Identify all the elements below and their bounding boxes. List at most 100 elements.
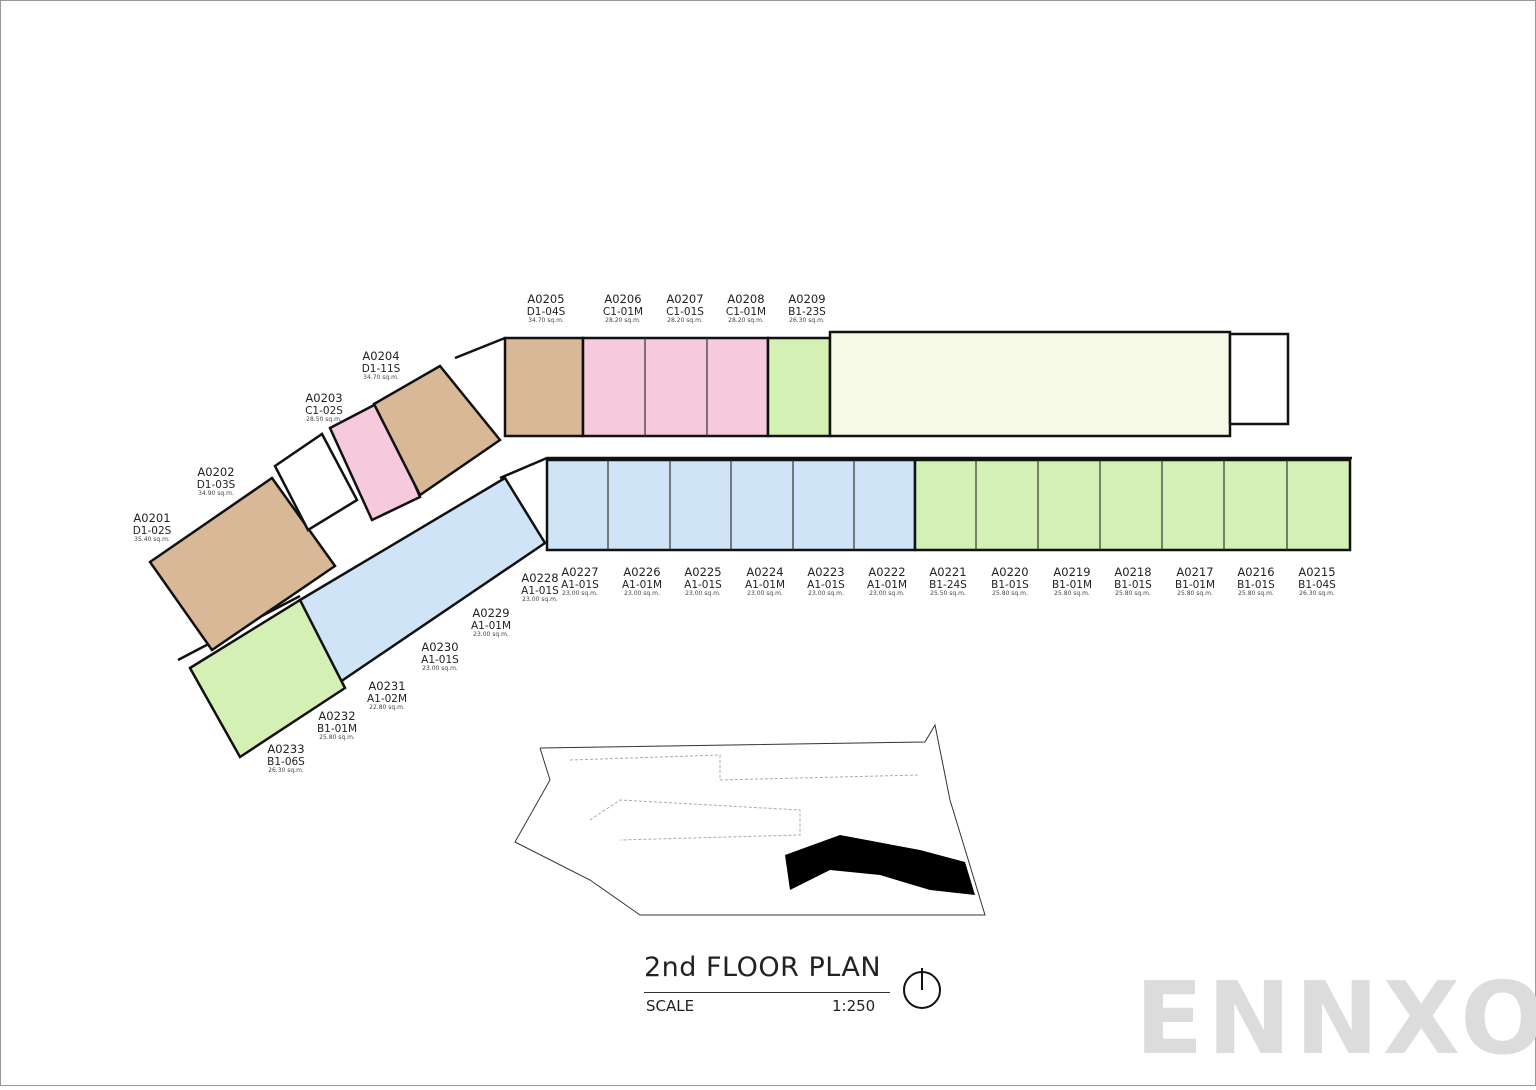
- site-boundary: [514, 723, 986, 916]
- unit-id: A0225: [684, 565, 722, 579]
- key-plan: [514, 723, 986, 916]
- unit-area: 23.00 sq.m.: [808, 590, 844, 598]
- unit-type: A1-01S: [807, 579, 845, 592]
- stair-core: [1228, 332, 1290, 426]
- unit-type: A1-01S: [684, 579, 722, 592]
- stair-core: [273, 432, 359, 532]
- unit-block-a0205: [503, 336, 585, 438]
- unit-type: D1-11S: [361, 363, 401, 376]
- unit-type: A1-01S: [521, 585, 559, 598]
- building-footprint: [785, 835, 975, 895]
- unit-area: 23.00 sq.m.: [624, 590, 660, 598]
- unit-type: B1-01M: [1051, 579, 1093, 592]
- unit-area: 23.00 sq.m.: [685, 590, 721, 598]
- title-rule: [644, 992, 890, 993]
- unit-type: A1-01M: [470, 620, 512, 633]
- unit-area: 25.80 sq.m.: [1115, 590, 1151, 598]
- unit-id: A0215: [1298, 565, 1336, 579]
- unit-id: A0223: [807, 565, 845, 579]
- unit-type: A1-02M: [366, 693, 408, 706]
- unit-area: 23.00 sq.m.: [422, 665, 458, 673]
- unit-area: 25.80 sq.m.: [1238, 590, 1274, 598]
- unit-type: A1-01M: [866, 579, 908, 592]
- unit-type: B1-01M: [316, 723, 358, 736]
- corridor-wall: [499, 456, 1352, 480]
- unit-area: 23.00 sq.m.: [869, 590, 905, 598]
- unit-area: 28.20 sq.m.: [667, 317, 703, 325]
- unit-id: A0220: [991, 565, 1029, 579]
- unit-id: A0233: [267, 742, 305, 756]
- amenity-area: [828, 330, 1232, 438]
- unit-id: A0222: [868, 565, 906, 579]
- unit-block-a0215-a0221: [913, 458, 1352, 552]
- unit-type: C1-01M: [602, 306, 644, 319]
- unit-id: A0231: [368, 679, 406, 693]
- unit-id: A0216: [1237, 565, 1275, 579]
- unit-area: 34.70 sq.m.: [363, 374, 399, 382]
- unit-area: 28.20 sq.m.: [605, 317, 641, 325]
- unit-area: 25.80 sq.m.: [1177, 590, 1213, 598]
- unit-block-a0232-a0233: [188, 598, 347, 759]
- unit-area: 26.30 sq.m.: [789, 317, 825, 325]
- scale-value: 1:250: [832, 997, 876, 1015]
- unit-id: A0205: [527, 292, 565, 306]
- unit-id: A0202: [197, 465, 235, 479]
- unit-id: A0221: [929, 565, 967, 579]
- unit-type: B1-01M: [1174, 579, 1216, 592]
- unit-id: A0224: [746, 565, 784, 579]
- unit-area: 34.90 sq.m.: [198, 490, 234, 498]
- unit-id: A0227: [561, 565, 599, 579]
- unit-id: A0228: [521, 571, 559, 585]
- unit-id: A0232: [318, 709, 356, 723]
- unit-type: C1-02S: [305, 405, 343, 418]
- neighbor-building-outline: [589, 799, 801, 841]
- unit-id: A0204: [362, 349, 400, 363]
- unit-type: A1-01S: [421, 654, 459, 667]
- unit-type: D1-02S: [132, 525, 172, 538]
- unit-type: A1-01S: [561, 579, 599, 592]
- unit-area: 25.80 sq.m.: [1054, 590, 1090, 598]
- unit-type: B1-01S: [1237, 579, 1275, 592]
- unit-block-a0206-a0208: [581, 336, 770, 438]
- unit-area: 22.80 sq.m.: [369, 704, 405, 712]
- unit-id: A0218: [1114, 565, 1152, 579]
- unit-id: A0217: [1176, 565, 1214, 579]
- unit-id: A0230: [421, 640, 459, 654]
- unit-id: A0209: [788, 292, 826, 306]
- unit-block-a0209: [766, 336, 832, 438]
- unit-id: A0206: [604, 292, 642, 306]
- unit-area: 26.30 sq.m.: [268, 767, 304, 775]
- unit-type: A1-01M: [744, 579, 786, 592]
- unit-area: 25.80 sq.m.: [992, 590, 1028, 598]
- unit-type: D1-04S: [526, 306, 566, 319]
- unit-area: 23.00 sq.m.: [747, 590, 783, 598]
- unit-area: 28.50 sq.m.: [306, 416, 342, 424]
- corridor-wall: [454, 336, 506, 360]
- unit-id: A0201: [133, 511, 171, 525]
- unit-id: A0219: [1053, 565, 1091, 579]
- unit-area: 26.30 sq.m.: [1299, 590, 1335, 598]
- unit-id: A0229: [472, 606, 510, 620]
